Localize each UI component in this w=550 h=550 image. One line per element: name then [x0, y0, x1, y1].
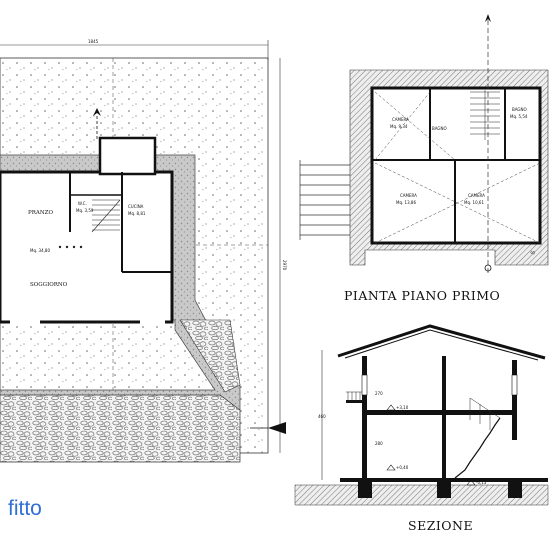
ground-floor-plan: 1845 2970	[0, 39, 287, 463]
ground-floor-walls	[0, 170, 174, 324]
room-area-wc: Mq. 3,59	[76, 208, 94, 213]
svg-text:460: 460	[318, 414, 326, 419]
ff-area-camera-2: Mq. 13,86	[396, 200, 416, 205]
stone-paving	[0, 394, 241, 463]
level-marker-upper: +3,10	[396, 405, 409, 410]
ff-room-camera-1: CAMERA	[392, 117, 409, 122]
level-marker-ground: +0,40	[396, 465, 409, 470]
level-marker-terrain: -0,13	[476, 480, 487, 485]
ff-room-bagno-2: BAGNO	[432, 126, 447, 131]
room-label-soggiorno: SOGGIORNO	[30, 282, 68, 288]
title-pianta-piano-primo: PIANTA PIANO PRIMO	[344, 288, 501, 303]
svg-text:S: S	[530, 250, 537, 256]
ff-area-bagno: Mq. 5,54	[510, 114, 528, 119]
ff-room-camera-2: CAMERA	[400, 193, 417, 198]
ff-area-camera-1: Mq. 9,34	[390, 124, 408, 129]
room-label-cucina: CUCINA	[128, 204, 144, 209]
svg-text:270: 270	[375, 391, 383, 396]
room-area-soggiorno: Mq. 34,80	[30, 248, 50, 253]
title-sezione: SEZIONE	[408, 518, 474, 533]
section-arrow-icon	[268, 422, 286, 434]
section-drawing: 460	[294, 324, 549, 506]
svg-text:1845: 1845	[88, 39, 99, 44]
first-floor-plan	[299, 14, 549, 275]
ff-room-camera-3: CAMERA	[468, 193, 485, 198]
room-area-cucina: Mq. 8,81	[128, 211, 146, 216]
staircase	[91, 199, 121, 233]
room-label-wc: W.C.	[78, 201, 87, 206]
ff-area-camera-3: Mq. 10,61	[464, 200, 484, 205]
room-label-pranzo: PRANZO	[28, 210, 53, 216]
svg-text:280: 280	[375, 441, 383, 446]
svg-text:2970: 2970	[282, 260, 287, 271]
watermark-logo: fitto	[8, 497, 42, 520]
ff-room-bagno: BAGNO	[512, 107, 527, 112]
